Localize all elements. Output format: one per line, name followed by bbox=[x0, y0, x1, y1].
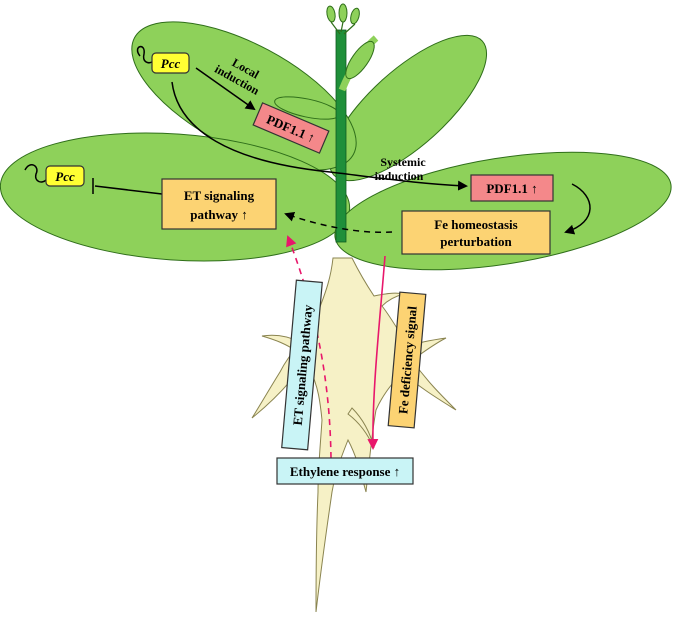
fe-deficiency-vertical-group: Fe deficiency signal bbox=[387, 291, 427, 429]
fe-homeostasis-box bbox=[401, 210, 551, 255]
flower-bud-3 bbox=[350, 7, 360, 25]
flower-bud-1 bbox=[326, 5, 336, 23]
ethylene-response-label: Ethylene response ↑ bbox=[290, 464, 400, 479]
pcc-top-box bbox=[151, 52, 190, 74]
pcc-left-label: Pcc bbox=[55, 169, 75, 184]
systemic-induction-arrow bbox=[171, 81, 468, 191]
local-induction-arrow bbox=[195, 67, 256, 111]
fe-homeostasis-text-2: perturbation bbox=[440, 234, 512, 249]
flower-bud-2 bbox=[338, 3, 348, 23]
systemic-induction-text-1: Systemic bbox=[380, 155, 426, 169]
pathogen-left: Pcc bbox=[24, 164, 85, 187]
pcc-top-label: Pcc bbox=[161, 56, 181, 71]
leaf-back-right bbox=[328, 34, 488, 182]
inhibition-line bbox=[94, 185, 163, 195]
pdf-local-box bbox=[252, 102, 330, 154]
systemic-induction-text-2: induction bbox=[375, 169, 424, 183]
flower-stalks bbox=[330, 21, 356, 35]
et-signaling-vertical-group: ET signaling pathway bbox=[281, 279, 323, 451]
fe-homeostasis-text-1: Fe homeostasis bbox=[434, 217, 517, 232]
et-pathway-box bbox=[161, 178, 277, 230]
stem bbox=[326, 3, 379, 243]
et-signaling-vertical-box bbox=[281, 279, 323, 451]
fe-deficiency-vertical-box bbox=[387, 291, 427, 429]
ethylene-response-box bbox=[276, 457, 414, 485]
pcc-left-box bbox=[45, 165, 85, 187]
et-pathway-text-2: pathway ↑ bbox=[190, 207, 247, 222]
pdf-systemic-box bbox=[470, 174, 554, 202]
pathogen-tail-left bbox=[24, 164, 47, 183]
pdf-to-fe-arrow bbox=[564, 183, 591, 235]
pdf-systemic-label: PDF1.1 ↑ bbox=[486, 181, 537, 196]
et-pathway-text-1: ET signaling bbox=[184, 188, 255, 203]
fe-deficiency-down-arrow bbox=[367, 255, 386, 450]
pathogen-tail-top bbox=[136, 45, 153, 64]
inhibition-et-to-pcc bbox=[92, 178, 163, 195]
pathogen-top: Pcc bbox=[136, 45, 190, 74]
et-signal-up-arrow bbox=[286, 235, 332, 459]
stem-main bbox=[335, 29, 347, 243]
stem-bract bbox=[345, 40, 375, 80]
